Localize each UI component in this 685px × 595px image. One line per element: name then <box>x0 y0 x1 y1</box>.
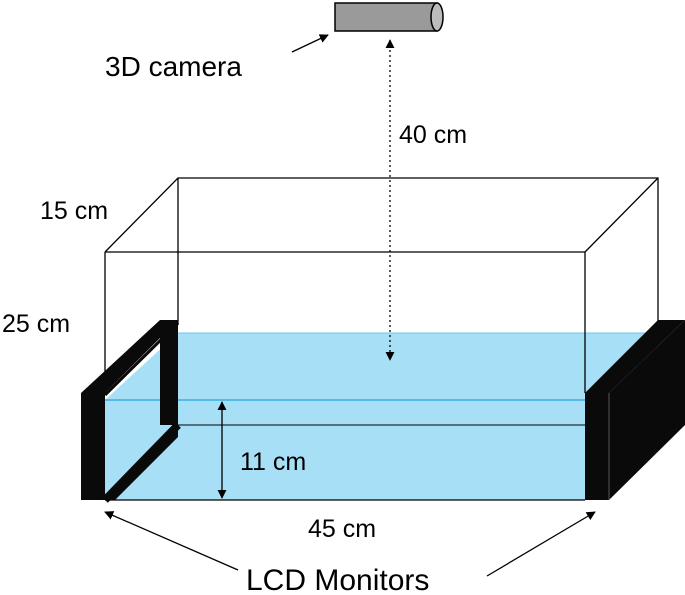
water <box>105 332 659 500</box>
height-label: 25 cm <box>2 310 70 338</box>
tank-outline-back <box>104 177 659 330</box>
camera-lens-icon <box>430 2 444 32</box>
tank-outline-front <box>104 251 586 501</box>
water-surface <box>105 333 658 400</box>
monitor-right-pointer-arrow <box>486 511 596 577</box>
water-level-label: 11 cm <box>240 448 306 476</box>
monitor-left-pointer-arrow <box>104 511 239 571</box>
lcd-monitor-left <box>81 320 181 503</box>
water-front <box>105 400 585 500</box>
length-label: 45 cm <box>308 515 376 543</box>
lcd-monitor-right <box>585 320 685 500</box>
camera-height-label: 40 cm <box>399 121 467 149</box>
camera-label: 3D camera <box>105 51 242 82</box>
depth-label: 15 cm <box>40 197 108 225</box>
camera-pointer-arrow <box>291 34 329 53</box>
camera <box>334 2 444 32</box>
monitors-label: LCD Monitors <box>246 564 429 595</box>
